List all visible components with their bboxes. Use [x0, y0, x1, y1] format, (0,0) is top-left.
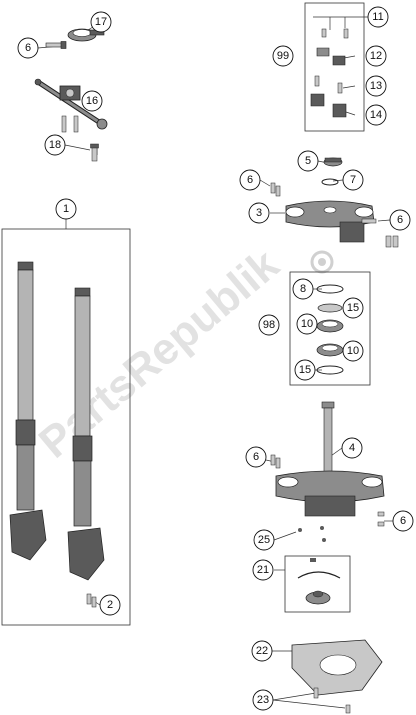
fork-leg-left-part [9, 261, 47, 561]
callout-6: 6 [239, 169, 261, 191]
steering-damper-part [34, 78, 108, 133]
steering-stem-part [275, 401, 385, 517]
upper-triple-clamp-part [285, 200, 375, 243]
screw-part [45, 41, 67, 49]
clamp-part [310, 93, 347, 118]
callout-label: 18 [49, 139, 61, 151]
callout-10: 10 [342, 340, 364, 362]
callout-label: 15 [347, 302, 359, 314]
callout-label: 10 [347, 345, 359, 357]
group-box-98 [289, 271, 371, 386]
clamp-part [316, 47, 346, 66]
callout-7: 7 [342, 169, 364, 191]
callout-6: 6 [245, 446, 267, 468]
clamp-part [67, 28, 105, 42]
callout-25: 25 [253, 529, 275, 551]
callout-10: 10 [296, 313, 318, 335]
callout-label: 21 [257, 564, 269, 576]
callout-label: 12 [370, 50, 382, 62]
callout-5: 5 [297, 150, 319, 172]
screw-part [298, 526, 326, 542]
callout-label: 98 [263, 319, 275, 331]
watermark-gear-icon [310, 250, 334, 274]
bolt-part [361, 218, 399, 248]
callout-label: 16 [86, 95, 98, 107]
callout-label: 6 [397, 214, 403, 226]
cover-plate-part [291, 639, 383, 696]
bolt-part [86, 593, 97, 608]
callout-label: 23 [257, 694, 269, 706]
bolt-part [90, 143, 99, 162]
bearing-part [316, 284, 344, 375]
callout-label: 1 [63, 203, 69, 215]
callout-label: 99 [277, 50, 289, 62]
watermark: PartsRepublik [30, 240, 289, 468]
callout-label: 13 [370, 80, 382, 92]
callout-label: 6 [247, 174, 253, 186]
washer-part [321, 178, 339, 186]
callout-label: 15 [299, 364, 311, 376]
lock-part [297, 558, 341, 605]
callout-label: 17 [95, 16, 107, 28]
group-box-21 [284, 555, 351, 613]
callout-label: 5 [305, 155, 311, 167]
callout-8: 8 [292, 278, 314, 300]
callout-18: 18 [44, 134, 66, 156]
callout-label: 22 [256, 645, 268, 657]
group-box-99 [304, 2, 365, 132]
callout-14: 14 [365, 104, 387, 126]
callout-label: 3 [256, 207, 262, 219]
callout-12: 12 [365, 45, 387, 67]
callout-label: 6 [25, 42, 31, 54]
callout-99: 99 [272, 45, 294, 67]
fork-leg-right-part [67, 287, 105, 581]
callout-label: 4 [349, 442, 355, 454]
callout-98: 98 [258, 314, 280, 336]
leader-lines [37, 16, 393, 709]
callout-label: 6 [400, 515, 406, 527]
callout-17: 17 [90, 11, 112, 33]
callout-11: 11 [367, 6, 389, 28]
bolt-part [270, 182, 281, 197]
screw-part [321, 28, 349, 39]
callout-label: 2 [107, 599, 113, 611]
callout-6: 6 [392, 510, 414, 532]
callout-label: 25 [258, 534, 270, 546]
screw-part [314, 75, 343, 94]
callout-15: 15 [294, 359, 316, 381]
callout-1: 1 [55, 198, 77, 220]
callout-label: 11 [372, 11, 383, 23]
callout-22: 22 [251, 640, 273, 662]
callout-label: 6 [253, 451, 259, 463]
callout-6: 6 [17, 37, 39, 59]
callout-23: 23 [252, 689, 274, 711]
bolt-part [270, 454, 385, 527]
cap-nut-part [323, 157, 343, 167]
callout-label: 14 [370, 109, 382, 121]
callout-16: 16 [81, 90, 103, 112]
callout-4: 4 [341, 437, 363, 459]
callout-label: 10 [301, 318, 313, 330]
screw-part [313, 687, 351, 714]
callout-13: 13 [365, 75, 387, 97]
callout-label: 7 [350, 174, 356, 186]
callout-6: 6 [389, 209, 411, 231]
callout-21: 21 [252, 559, 274, 581]
callout-2: 2 [99, 594, 121, 616]
callout-15: 15 [342, 297, 364, 319]
callout-label: 8 [300, 283, 306, 295]
callout-3: 3 [248, 202, 270, 224]
